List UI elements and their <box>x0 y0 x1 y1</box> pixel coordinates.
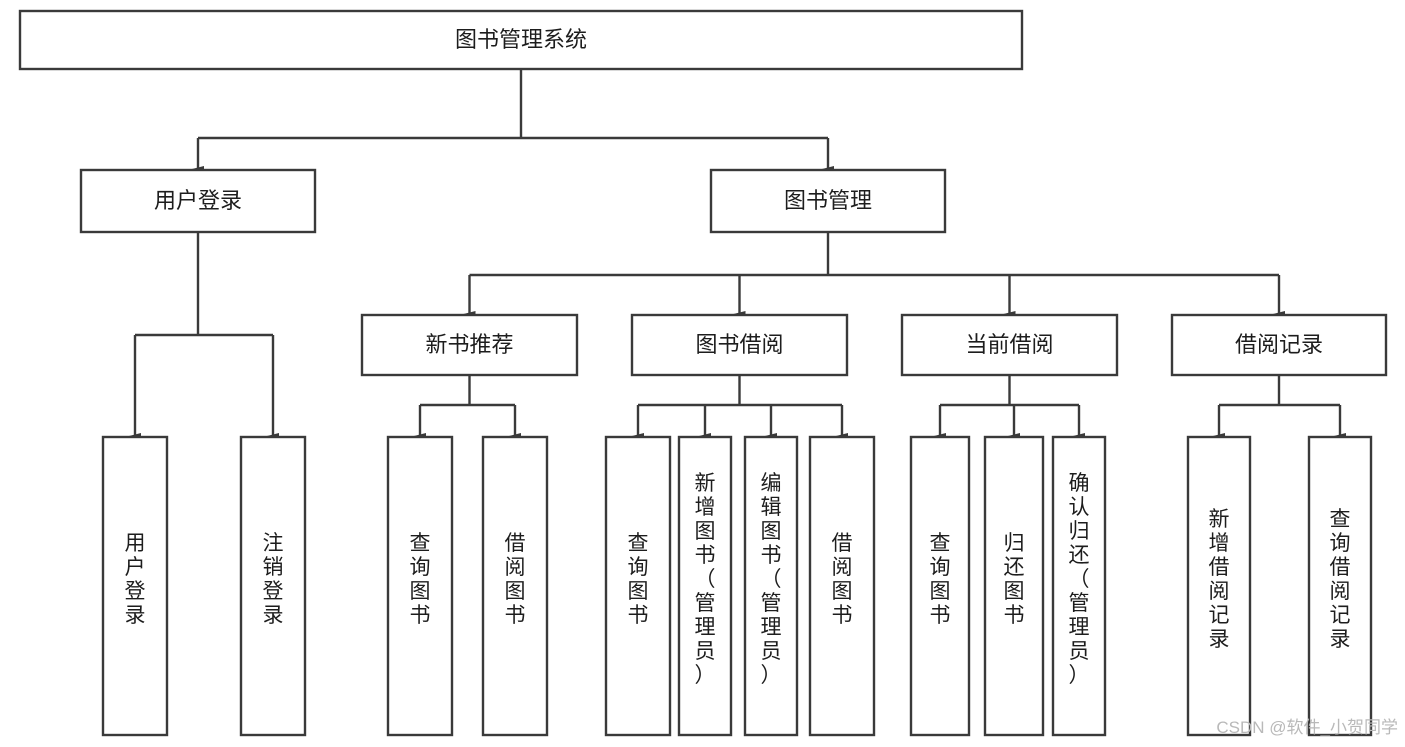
node-current-borrow[interactable]: 当前借阅 <box>900 313 1119 377</box>
node-label-borrow-record: 借阅记录 <box>1235 332 1323 357</box>
node-add-book[interactable]: 新增图书（管理员） <box>677 435 733 737</box>
node-user-login-do[interactable]: 用户登录 <box>101 435 169 737</box>
node-query-book-3[interactable]: 查询图书 <box>909 435 971 737</box>
node-label-return-book: 归还图书 <box>1004 532 1025 627</box>
node-box-query-book-2 <box>604 435 672 737</box>
node-book-borrow[interactable]: 图书借阅 <box>630 313 849 377</box>
node-label-user-logout: 注销登录 <box>263 532 284 627</box>
node-box-borrow-book-1 <box>481 435 549 737</box>
node-return-book[interactable]: 归还图书 <box>983 435 1045 737</box>
node-query-book-1[interactable]: 查询图书 <box>386 435 454 737</box>
node-label-new-book-recommend: 新书推荐 <box>425 332 513 357</box>
node-box-borrow-book-2 <box>808 435 876 737</box>
node-query-borrow-record[interactable]: 查询借阅记录 <box>1307 435 1373 737</box>
node-confirm-return[interactable]: 确认归还（管理员） <box>1051 435 1107 737</box>
node-box-book-borrow <box>630 313 849 377</box>
node-user-logout[interactable]: 注销登录 <box>239 435 307 737</box>
node-box-confirm-return <box>1051 435 1107 737</box>
node-box-query-borrow-record <box>1307 435 1373 737</box>
node-label-borrow-book-1: 借阅图书 <box>505 532 526 627</box>
node-user-login[interactable]: 用户登录 <box>79 168 317 234</box>
node-box-user-logout <box>239 435 307 737</box>
node-label-user-login: 用户登录 <box>154 188 242 213</box>
node-box-edit-book <box>743 435 799 737</box>
node-new-book-recommend[interactable]: 新书推荐 <box>360 313 579 377</box>
node-box-add-book <box>677 435 733 737</box>
node-label-book-borrow: 图书借阅 <box>695 332 783 357</box>
node-box-return-book <box>983 435 1045 737</box>
node-root[interactable]: 图书管理系统 <box>18 9 1024 71</box>
node-label-book-manage: 图书管理 <box>784 188 872 213</box>
node-query-book-2[interactable]: 查询图书 <box>604 435 672 737</box>
node-label-confirm-return: 确认归还（管理员） <box>1069 472 1090 687</box>
node-label-user-login-do: 用户登录 <box>125 532 146 627</box>
node-label-add-borrow-record: 新增借阅记录 <box>1209 508 1230 651</box>
node-label-current-borrow: 当前借阅 <box>965 332 1053 357</box>
connector-layer <box>129 69 1346 439</box>
node-box-book-manage <box>709 168 947 234</box>
node-label-borrow-book-2: 借阅图书 <box>832 532 853 627</box>
node-box-add-borrow-record <box>1186 435 1252 737</box>
node-label-query-book-2: 查询图书 <box>628 532 649 627</box>
node-borrow-record[interactable]: 借阅记录 <box>1170 313 1388 377</box>
node-label-edit-book: 编辑图书（管理员） <box>761 472 782 687</box>
node-label-add-book: 新增图书（管理员） <box>695 472 716 687</box>
node-box-query-book-1 <box>386 435 454 737</box>
node-box-new-book-recommend <box>360 313 579 377</box>
node-borrow-book-2[interactable]: 借阅图书 <box>808 435 876 737</box>
node-box-user-login <box>79 168 317 234</box>
node-box-current-borrow <box>900 313 1119 377</box>
node-label-query-borrow-record: 查询借阅记录 <box>1330 508 1351 651</box>
node-borrow-book-1[interactable]: 借阅图书 <box>481 435 549 737</box>
node-label-query-book-3: 查询图书 <box>930 532 951 627</box>
node-box-root <box>18 9 1024 71</box>
node-layer: 图书管理系统用户登录用户登录注销登录图书管理新书推荐查询图书借阅图书图书借阅查询… <box>18 9 1388 737</box>
node-box-query-book-3 <box>909 435 971 737</box>
node-add-borrow-record[interactable]: 新增借阅记录 <box>1186 435 1252 737</box>
node-label-query-book-1: 查询图书 <box>410 532 431 627</box>
csdn-watermark: CSDN @软件_小贺同学 <box>1216 718 1398 737</box>
node-edit-book[interactable]: 编辑图书（管理员） <box>743 435 799 737</box>
node-label-root: 图书管理系统 <box>455 27 587 52</box>
node-box-borrow-record <box>1170 313 1388 377</box>
node-box-user-login-do <box>101 435 169 737</box>
node-book-manage[interactable]: 图书管理 <box>709 168 947 234</box>
